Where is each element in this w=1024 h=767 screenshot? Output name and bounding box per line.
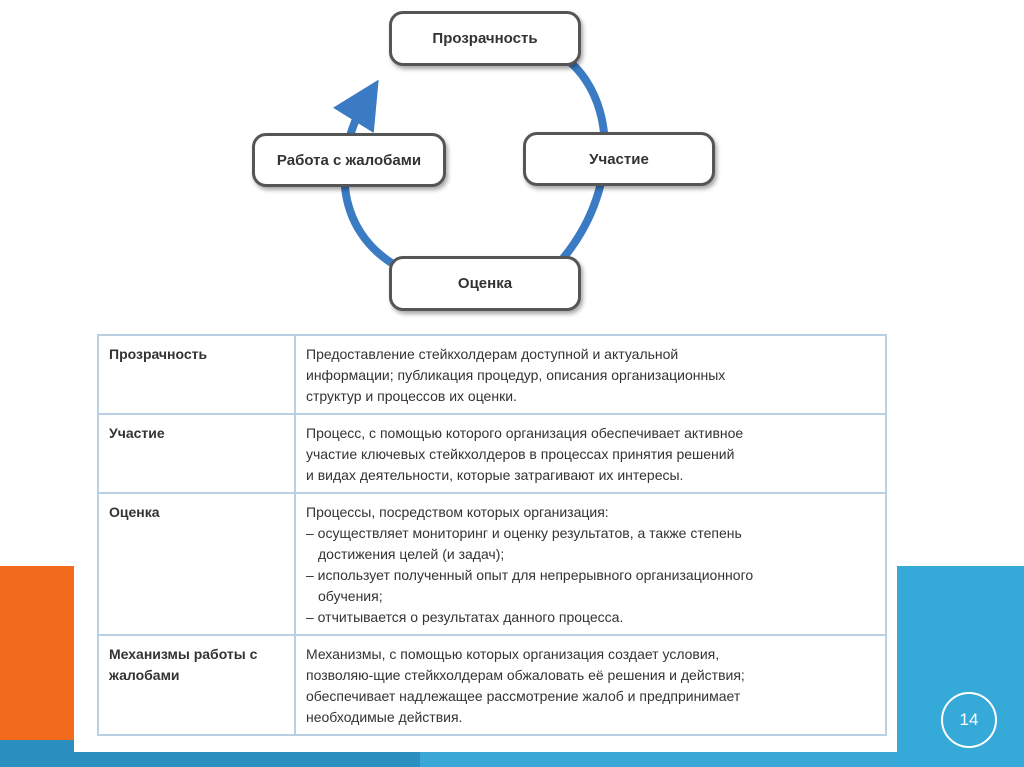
definitions-table: Прозрачность Предоставление стейкхолдерам… bbox=[97, 334, 887, 736]
table-description: Механизмы, с помощью которых организация… bbox=[294, 634, 887, 736]
description-line: Процессы, посредством которых организаци… bbox=[306, 504, 609, 520]
table-term: Прозрачность bbox=[97, 334, 296, 415]
description-line: обучения; bbox=[318, 588, 383, 604]
description-line: информации; публикация процедур, описани… bbox=[306, 367, 726, 383]
description-line: достижения целей (и задач); bbox=[318, 546, 505, 562]
cycle-diagram: Прозрачность Участие Оценка Работа с жал… bbox=[0, 0, 1024, 330]
description-line: структур и процессов их оценки. bbox=[306, 388, 517, 404]
description-line: и видах деятельности, которые затрагиваю… bbox=[306, 467, 684, 483]
page-number-badge: 14 bbox=[941, 692, 997, 748]
description-line: – использует полученный опыт для непреры… bbox=[306, 567, 754, 583]
table-description: Процесс, с помощью которого организация … bbox=[294, 413, 887, 494]
page-number: 14 bbox=[959, 710, 979, 729]
node-transparency: Прозрачность bbox=[389, 11, 581, 66]
table-row: Участие Процесс, с помощью которого орган… bbox=[97, 413, 887, 494]
node-complaints: Работа с жалобами bbox=[252, 133, 446, 187]
description-line: – отчитывается о результатах данного про… bbox=[306, 609, 624, 625]
arc-left-arrow bbox=[332, 79, 402, 272]
node-evaluation: Оценка bbox=[389, 256, 581, 311]
table-term: Участие bbox=[97, 413, 296, 494]
orange-accent-block bbox=[0, 566, 74, 767]
description-line: – осуществляет мониторинг и оценку резул… bbox=[306, 525, 742, 541]
description-line: участие ключевых стейкхолдеров в процесс… bbox=[306, 446, 735, 462]
table-row: Оценка Процессы, посредством которых орга… bbox=[97, 492, 887, 636]
table-description: Процессы, посредством которых организаци… bbox=[294, 492, 887, 636]
description-line: Предоставление стейкхолдерам доступной и… bbox=[306, 346, 679, 362]
description-line: обеспечивает надлежащее рассмотрение жал… bbox=[306, 688, 741, 704]
table-term: Оценка bbox=[97, 492, 296, 636]
table-row: Механизмы работы с жалобами Механизмы, с … bbox=[97, 634, 887, 736]
description-line: позволяю-щие стейкхолдерам обжаловать её… bbox=[306, 667, 745, 683]
description-line: Процесс, с помощью которого организация … bbox=[306, 425, 744, 441]
table-row: Прозрачность Предоставление стейкхолдерам… bbox=[97, 334, 887, 415]
description-line: необходимые действия. bbox=[306, 709, 463, 725]
table-term: Механизмы работы с жалобами bbox=[97, 634, 296, 736]
description-line: Механизмы, с помощью которых организация… bbox=[306, 646, 720, 662]
table-description: Предоставление стейкхолдерам доступной и… bbox=[294, 334, 887, 415]
node-participation: Участие bbox=[523, 132, 715, 186]
